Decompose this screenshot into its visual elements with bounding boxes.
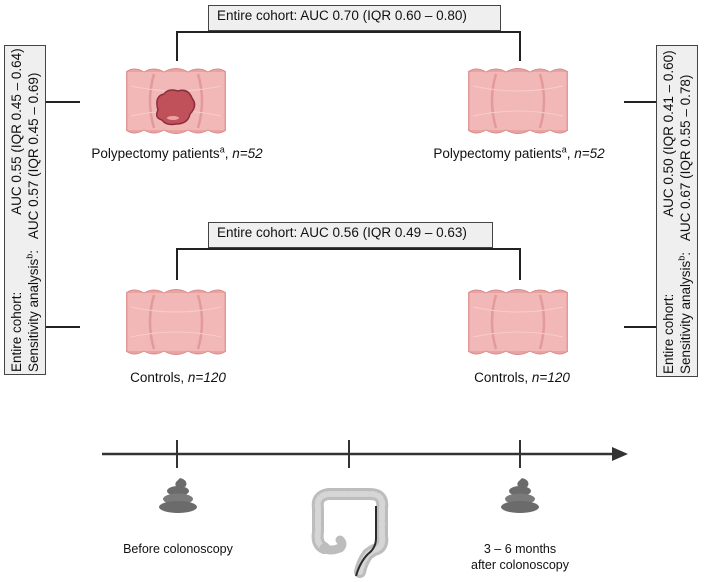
middle-bracket-right-leg: [519, 248, 521, 280]
timeline-before-label: Before colonoscopy: [123, 542, 233, 556]
right-auc-panel: [656, 45, 698, 377]
timeline-after-line2: after colonoscopy: [471, 558, 569, 572]
left-auc-panel: [4, 45, 46, 375]
top-auc-text: Entire cohort: AUC 0.70 (IQR 0.60 – 0.80…: [217, 8, 467, 23]
right-row-sensitivity: Sensitivity analysisb: AUC 0.67 (IQR 0.5…: [676, 74, 694, 374]
right-connector-bottom: [624, 326, 656, 328]
timeline-arrow: [102, 440, 628, 468]
stool-icon: [501, 478, 539, 513]
right-auc-panel-text: Entire cohort: AUC 0.50 (IQR 0.41 – 0.60…: [660, 49, 694, 374]
middle-bracket-left-leg: [176, 248, 178, 280]
polyp-icon: [155, 89, 196, 126]
stool-icon: [159, 478, 197, 513]
middle-auc-box: Entire cohort: AUC 0.56 (IQR 0.49 – 0.63…: [208, 222, 493, 248]
timeline-after-line1: 3 – 6 months: [483, 542, 557, 556]
top-auc-box: Entire cohort: AUC 0.70 (IQR 0.60 – 0.80…: [208, 5, 501, 31]
controls-left-label: Controls, n=120: [130, 370, 226, 385]
left-row-entire: Entire cohort: AUC 0.55 (IQR 0.45 – 0.64…: [9, 48, 24, 372]
left-connector-bottom: [46, 326, 80, 328]
polypectomy-right-label: Polypectomy patientsa, n=52: [433, 144, 605, 161]
colon-segment-icon: [126, 67, 226, 135]
left-auc-panel-text: Entire cohort: AUC 0.55 (IQR 0.45 – 0.64…: [8, 47, 42, 372]
controls-right-label: Controls, n=120: [474, 370, 570, 385]
colon-icon: [311, 488, 389, 578]
right-connector-top: [624, 101, 656, 103]
colon-segment-icon: [468, 67, 568, 135]
middle-bracket-horizontal: [176, 248, 520, 250]
colon-segment-icon: [468, 288, 568, 356]
left-row-sensitivity: Sensitivity analysisb: AUC 0.57 (IQR 0.4…: [24, 72, 42, 372]
left-connector-top: [46, 101, 80, 103]
timeline-after-label: 3 – 6 months after colonoscopy: [460, 541, 580, 573]
top-bracket-left-leg: [176, 31, 178, 61]
polypectomy-left-label: Polypectomy patientsa, n=52: [91, 144, 263, 161]
colon-segment-icon: [126, 288, 226, 356]
right-row-entire: Entire cohort: AUC 0.50 (IQR 0.41 – 0.60…: [661, 50, 676, 374]
middle-auc-text: Entire cohort: AUC 0.56 (IQR 0.49 – 0.63…: [217, 225, 467, 240]
top-bracket-horizontal: [176, 31, 520, 33]
top-bracket-right-leg: [519, 31, 521, 61]
